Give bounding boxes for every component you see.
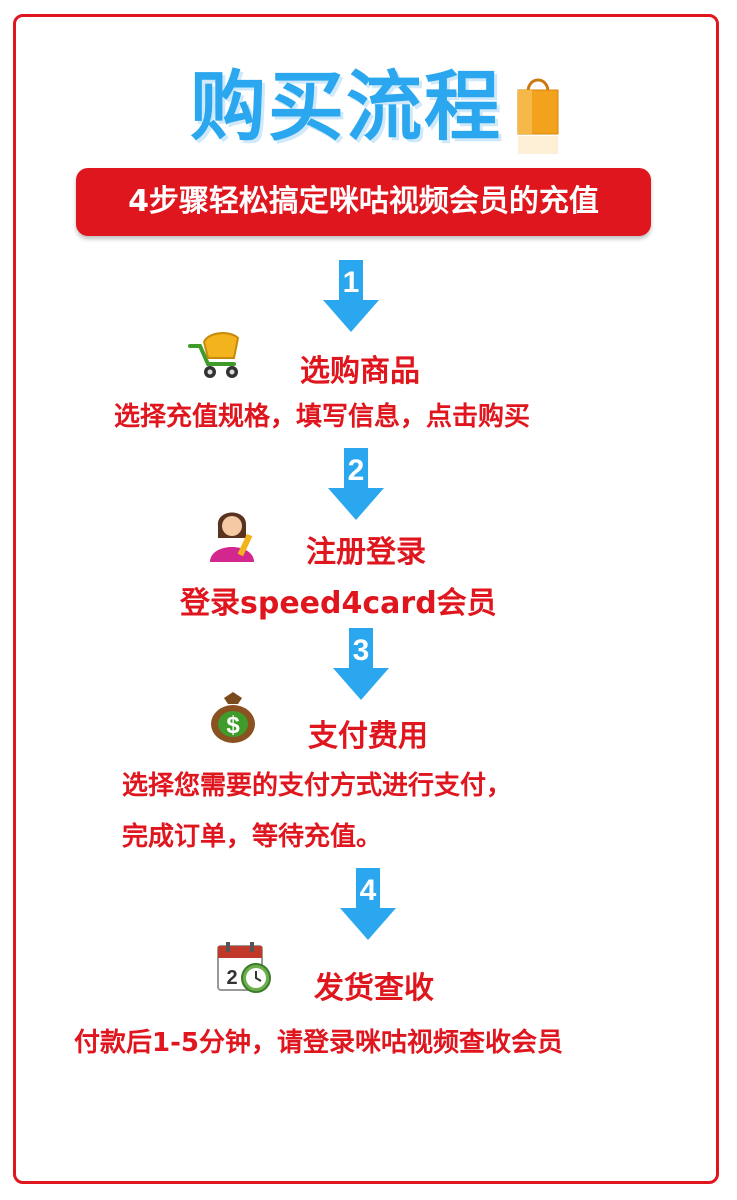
shopping-bag-icon bbox=[514, 70, 562, 156]
svg-text:2: 2 bbox=[226, 967, 237, 989]
shopping-cart-icon bbox=[186, 328, 248, 380]
step-4-number: 4 bbox=[359, 874, 377, 907]
step-3-number: 3 bbox=[352, 634, 370, 667]
step-4-description: 付款后1-5分钟，请登录咪咕视频查收会员 bbox=[74, 1028, 563, 1058]
page-frame bbox=[13, 14, 719, 1184]
step-1-arrow: 1 bbox=[323, 260, 379, 332]
step-1-number: 1 bbox=[342, 266, 360, 299]
step-2-description: 登录speed4card会员 bbox=[180, 586, 497, 621]
step-3-title: 支付费用 bbox=[308, 719, 428, 754]
step-3-arrow: 3 bbox=[333, 628, 389, 700]
step-1-description: 选择充值规格，填写信息，点击购买 bbox=[114, 402, 531, 432]
calendar-clock-icon: 2 bbox=[216, 940, 274, 996]
page-title: 购买流程 bbox=[190, 62, 502, 151]
step-3-description-line-1: 选择您需要的支付方式进行支付， bbox=[122, 771, 513, 801]
money-bag-icon: $ bbox=[208, 688, 258, 744]
subtitle-text: 4步骤轻松搞定咪咕视频会员的充值 bbox=[128, 184, 599, 219]
step-4-arrow: 4 bbox=[340, 868, 396, 940]
user-avatar-icon bbox=[206, 504, 260, 562]
subtitle-banner: 4步骤轻松搞定咪咕视频会员的充值 bbox=[76, 168, 651, 236]
step-3-description-line-2: 完成订单，等待充值。 bbox=[122, 822, 383, 852]
step-4-title: 发货查收 bbox=[314, 971, 434, 1006]
step-2-title: 注册登录 bbox=[306, 535, 426, 570]
step-2-arrow: 2 bbox=[328, 448, 384, 520]
step-2-number: 2 bbox=[347, 454, 365, 487]
step-1-title: 选购商品 bbox=[300, 354, 420, 389]
svg-text:$: $ bbox=[226, 712, 240, 739]
